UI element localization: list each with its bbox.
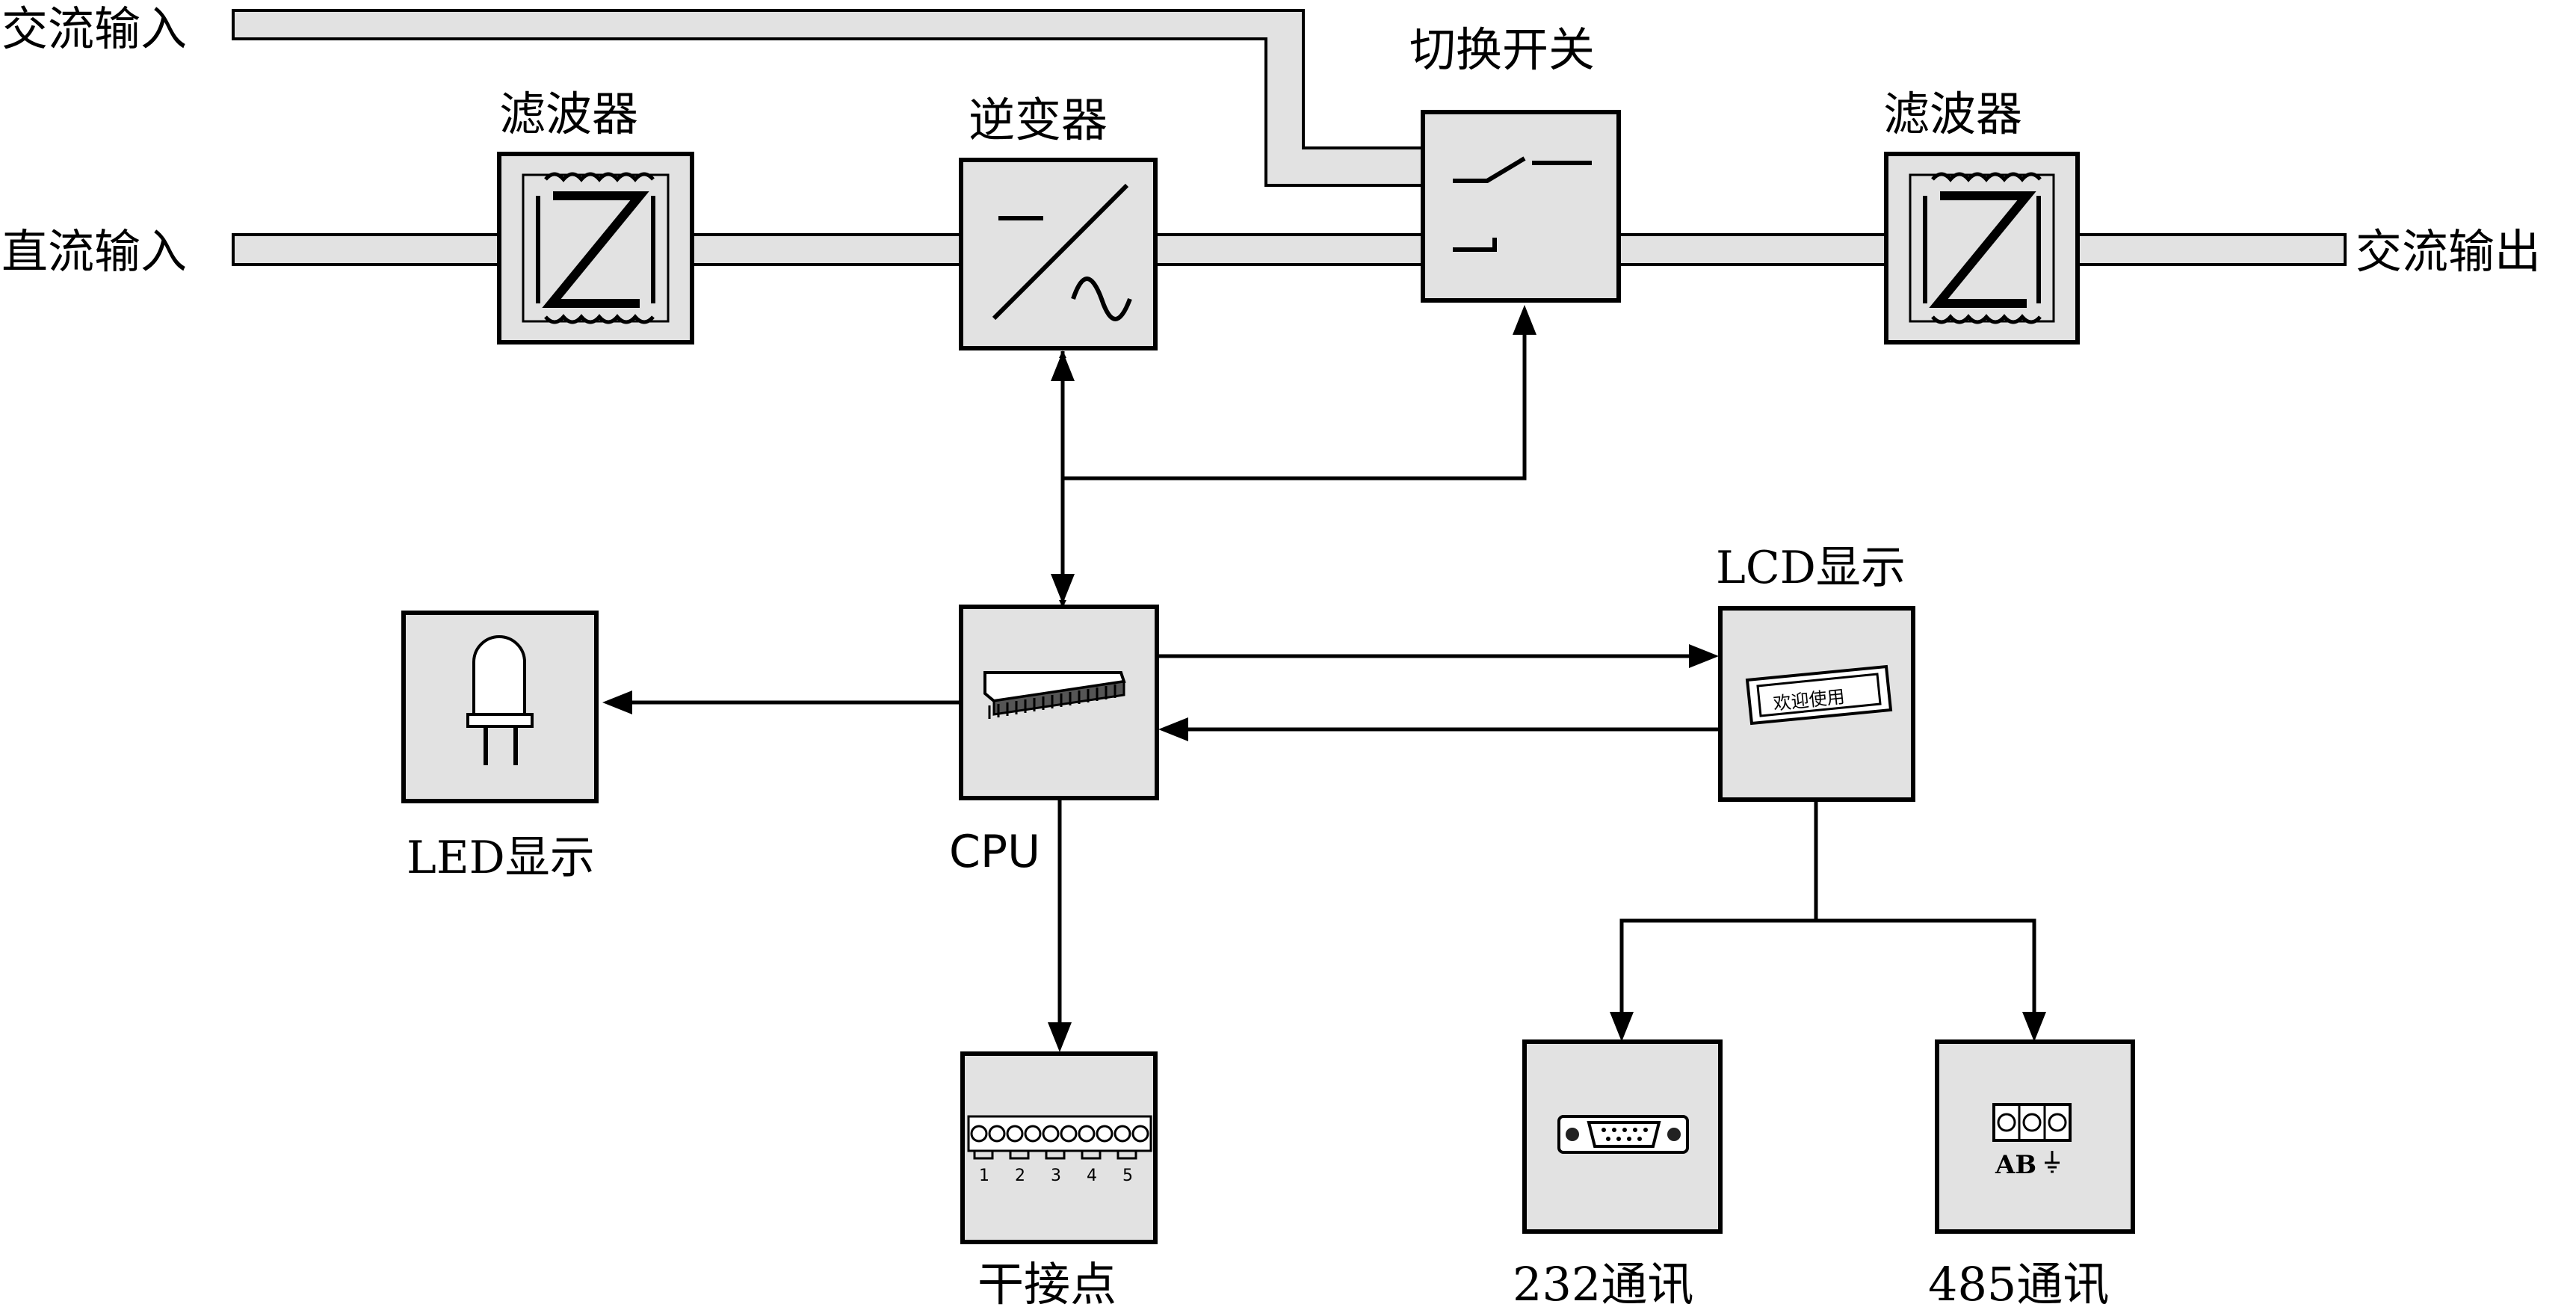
inverter-block — [959, 158, 1158, 350]
switch-arrowhead — [1513, 305, 1536, 335]
inverter-icon — [992, 183, 1132, 321]
filter-in-label: 滤波器 — [499, 87, 638, 141]
switch-icon — [1453, 156, 1592, 252]
dc-bus-1 — [232, 233, 501, 266]
led-block — [401, 611, 599, 803]
terminal-block-icon: 1 2 3 4 5 — [967, 1115, 1152, 1185]
filter-icon — [1909, 172, 2055, 324]
dry-contact-arrowhead — [1048, 1022, 1072, 1052]
cpu-arrowhead — [1158, 717, 1188, 741]
control-to-switch — [1063, 321, 1527, 481]
terminal-connector-icon: AB — [1992, 1103, 2072, 1180]
cpu-label: CPU — [949, 826, 1040, 878]
cpu-top-arrowhead — [1051, 574, 1075, 604]
filter-icon — [522, 172, 670, 324]
transfer-switch-block — [1421, 110, 1621, 303]
lcd-icon: 欢迎使用 — [1745, 664, 1893, 726]
led-display-label: LED显示 — [407, 832, 595, 884]
lcd-branch-485 — [1816, 918, 2036, 1016]
db9-connector-icon — [1557, 1115, 1689, 1154]
ac-bus-4 — [1617, 233, 1888, 266]
filter-in-block — [497, 152, 694, 345]
dc-bus-3 — [1154, 233, 1426, 266]
led-icon — [466, 635, 534, 765]
dry-contact-number-2: 2 — [1015, 1167, 1025, 1185]
rs232-block — [1522, 1039, 1723, 1234]
dry-contact-number-3: 3 — [1051, 1167, 1061, 1185]
rs485-terminal-text: AB — [1995, 1150, 2036, 1180]
ac-input-label: 交流输入 — [1, 1, 187, 56]
filter-out-label: 滤波器 — [1883, 87, 2022, 141]
led-arrowhead — [602, 690, 632, 714]
cpu-block — [959, 605, 1159, 800]
ac-output-label: 交流输出 — [2356, 224, 2541, 279]
dry-contact-number-5: 5 — [1122, 1167, 1133, 1185]
rs485-label: 485通讯 — [1928, 1257, 2109, 1310]
lcd-branch — [1619, 800, 1818, 1016]
lcd-display-label: LCD显示 — [1716, 542, 1906, 594]
ac-input-bus — [232, 9, 1424, 187]
rs232-label: 232通讯 — [1513, 1257, 1693, 1310]
dry-contact-number-4: 4 — [1087, 1167, 1097, 1185]
lcd-arrowhead — [1689, 644, 1719, 668]
chip-icon — [983, 671, 1126, 719]
lcd-block: 欢迎使用 — [1718, 606, 1915, 802]
rs232-arrowhead — [1610, 1012, 1634, 1042]
filter-out-block — [1884, 152, 2080, 345]
dc-bus-2 — [688, 233, 963, 266]
dc-input-label: 直流输入 — [1, 224, 187, 279]
inverter-arrowhead — [1051, 351, 1075, 381]
inverter-label: 逆变器 — [969, 93, 1108, 147]
dry-contact-block: 1 2 3 4 5 — [960, 1051, 1158, 1244]
rs485-arrowhead — [2022, 1012, 2046, 1042]
ac-output-bus — [2076, 233, 2347, 266]
dry-contact-number-1: 1 — [979, 1167, 989, 1185]
dry-contact-label: 干接点 — [977, 1257, 1116, 1310]
rs485-block: AB — [1935, 1039, 2135, 1234]
switch-label: 切换开关 — [1409, 22, 1595, 77]
